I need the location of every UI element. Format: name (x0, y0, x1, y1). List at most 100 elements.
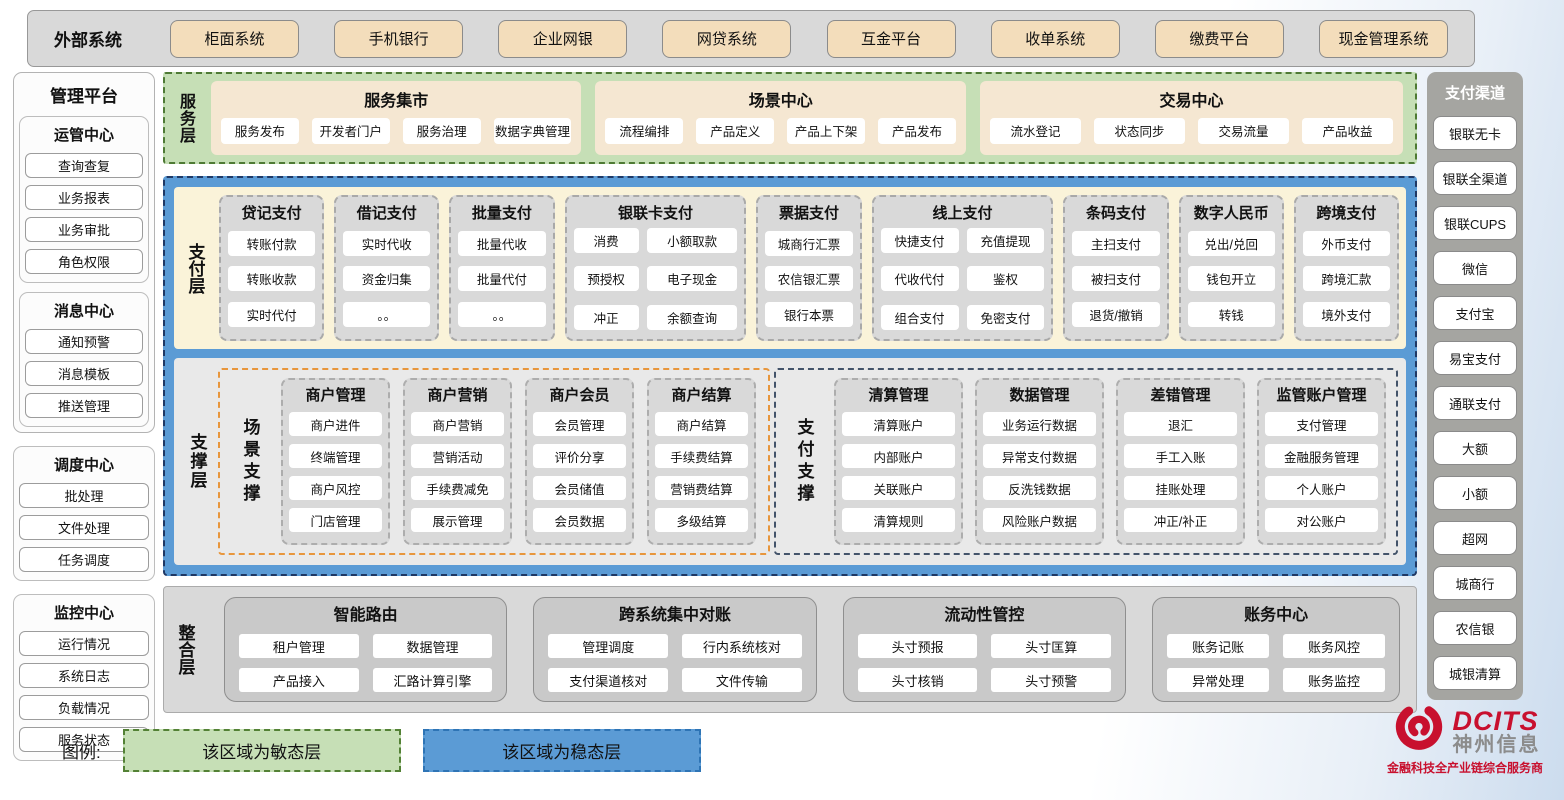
integration-group-title: 智能路由 (333, 607, 398, 624)
integration-item: 账务风控 (1283, 634, 1386, 658)
integration-item: 头寸核销 (857, 668, 978, 692)
support-item: 冲正/补正 (1124, 508, 1237, 532)
support-layer-label: 支撑层 (187, 433, 207, 490)
integration-item: 行内系统核对 (682, 634, 802, 658)
payment-item: 批量代付 (458, 266, 546, 292)
payment-channel-button: 易宝支付 (1433, 341, 1517, 375)
support-item: 商户风控 (289, 476, 382, 500)
management-platform-title: 管理平台 (50, 87, 118, 106)
integration-group-title: 跨系统集中对账 (619, 607, 732, 624)
management-section: 调度中心批处理文件处理任务调度 (13, 446, 155, 581)
support-item: 业务运行数据 (983, 412, 1096, 436)
support-group-title: 商户结算 (671, 387, 732, 404)
support-item: 手续费减免 (411, 476, 504, 500)
service-layer-label: 服务层 (177, 92, 194, 144)
integration-item: 数据管理 (372, 634, 493, 658)
management-item: 批处理 (19, 483, 149, 508)
support-item: 对公账户 (1265, 508, 1378, 532)
integration-group-items: 账务记账账务风控异常处理账务监控 (1167, 634, 1386, 692)
management-section: 消息中心通知预警消息模板推送管理 (19, 292, 149, 427)
payment-item: 批量代收 (458, 231, 546, 257)
payment-group-items: 消费小额取款预授权电子现金冲正余额查询 (573, 226, 738, 332)
external-systems-bar: 外部系统 柜面系统手机银行企业网银网贷系统互金平台收单系统缴费平台现金管理系统 (27, 10, 1475, 67)
payment-group-items: 快捷支付充值提现代收代付鉴权组合支付免密支付 (880, 226, 1045, 332)
support-group-items: 业务运行数据异常支付数据反洗钱数据风险账户数据 (983, 408, 1096, 536)
payment-group: 借记支付实时代收资金归集。。 (334, 195, 440, 341)
payment-item: 实时代收 (343, 231, 431, 257)
management-item: 任务调度 (19, 547, 149, 572)
service-layer: 服务层 服务集市服务发布开发者门户服务治理数据字典管理场景中心流程编排产品定义产… (163, 72, 1417, 164)
external-systems-label: 外部系统 (54, 31, 122, 50)
payment-item: 退货/撤销 (1072, 301, 1160, 327)
payment-group-title: 票据支付 (778, 205, 839, 222)
payment-item: 被扫支付 (1072, 266, 1160, 292)
support-item: 关联账户 (842, 476, 955, 500)
payment-group-title: 贷记支付 (241, 205, 302, 222)
payment-item: 跨境汇款 (1302, 266, 1390, 292)
support-item: 终端管理 (289, 444, 382, 468)
vendor-logo: DCITS 神州信息 金融科技全产业链综合服务商 (1370, 699, 1560, 776)
service-item: 状态同步 (1093, 117, 1185, 144)
integration-item: 头寸匡算 (991, 634, 1112, 658)
external-system-button: 网贷系统 (662, 19, 792, 58)
service-group-title: 服务集市 (364, 92, 429, 110)
payment-item: 代收代付 (880, 266, 959, 292)
integration-group: 账务中心账务记账账务风控异常处理账务监控 (1152, 597, 1401, 702)
payment-item: 小额取款 (646, 227, 738, 253)
support-item: 风险账户数据 (983, 508, 1096, 532)
support-group: 数据管理业务运行数据异常支付数据反洗钱数据风险账户数据 (975, 378, 1104, 545)
management-item: 角色权限 (25, 249, 143, 274)
vendor-logo-texts: DCITS 神州信息 (1453, 706, 1541, 756)
support-group: 商户结算商户结算手续费结算营销费结算多级结算 (647, 378, 756, 545)
payment-group-items: 转账付款转账收款实时代付 (228, 226, 316, 332)
management-item: 业务报表 (25, 185, 143, 210)
management-item: 消息模板 (25, 361, 143, 386)
support-item: 内部账户 (842, 444, 955, 468)
support-group-items: 支付管理金融服务管理个人账户对公账户 (1265, 408, 1378, 536)
service-item: 产品上下架 (787, 117, 866, 144)
payment-item: 城商行汇票 (765, 231, 853, 257)
payment-item: 。。 (458, 301, 546, 327)
support-item: 评价分享 (533, 444, 626, 468)
payment-channel-button: 超网 (1433, 521, 1517, 555)
payment-group-title: 借记支付 (356, 205, 417, 222)
payment-item: 外币支付 (1302, 231, 1390, 257)
support-item: 个人账户 (1265, 476, 1378, 500)
external-system-button: 现金管理系统 (1318, 19, 1448, 58)
payment-item: 鉴权 (966, 266, 1045, 292)
payment-layer-label: 支付层 (185, 242, 205, 294)
integration-item: 头寸预报 (857, 634, 978, 658)
stable-layer-frame: 支付层 贷记支付转账付款转账收款实时代付借记支付实时代收资金归集。。批量支付批量… (163, 176, 1417, 576)
integration-item: 管理调度 (548, 634, 669, 658)
payment-item: 预授权 (573, 266, 639, 292)
scene-support-label: 场景支撑 (240, 417, 260, 506)
payment-group-items: 批量代收批量代付。。 (458, 226, 546, 332)
support-item: 金融服务管理 (1265, 444, 1378, 468)
external-system-button: 柜面系统 (170, 19, 299, 58)
payment-item: 组合支付 (880, 305, 959, 331)
support-group: 商户营销商户营销营销活动手续费减免展示管理 (403, 378, 512, 545)
support-group-items: 商户结算手续费结算营销费结算多级结算 (655, 408, 748, 536)
management-section-title: 调度中心 (53, 457, 114, 474)
management-item: 运行情况 (19, 631, 149, 656)
service-group: 服务集市服务发布开发者门户服务治理数据字典管理 (211, 81, 582, 155)
integration-item: 租户管理 (239, 634, 359, 658)
management-item: 推送管理 (25, 393, 143, 418)
support-item: 会员储值 (533, 476, 626, 500)
support-group-title: 差错管理 (1150, 387, 1211, 404)
external-system-button: 收单系统 (990, 19, 1120, 58)
payment-item: 农信银汇票 (765, 266, 853, 292)
payment-item: 电子现金 (646, 266, 738, 292)
payment-group: 条码支付主扫支付被扫支付退货/撤销 (1063, 195, 1169, 341)
service-group: 场景中心流程编排产品定义产品上下架产品发布 (595, 81, 966, 155)
payment-group-title: 数字人民币 (1193, 205, 1269, 222)
service-group-title: 交易中心 (1159, 92, 1224, 110)
support-group-items: 会员管理评价分享会员储值会员数据 (533, 408, 626, 536)
support-item: 展示管理 (411, 508, 504, 532)
management-box: 管理平台运管中心查询查复业务报表业务审批角色权限消息中心通知预警消息模板推送管理 (13, 72, 155, 433)
management-section-title: 消息中心 (53, 303, 114, 320)
payment-item: 实时代付 (228, 301, 316, 327)
support-item: 门店管理 (289, 508, 382, 532)
management-item: 系统日志 (19, 663, 149, 688)
